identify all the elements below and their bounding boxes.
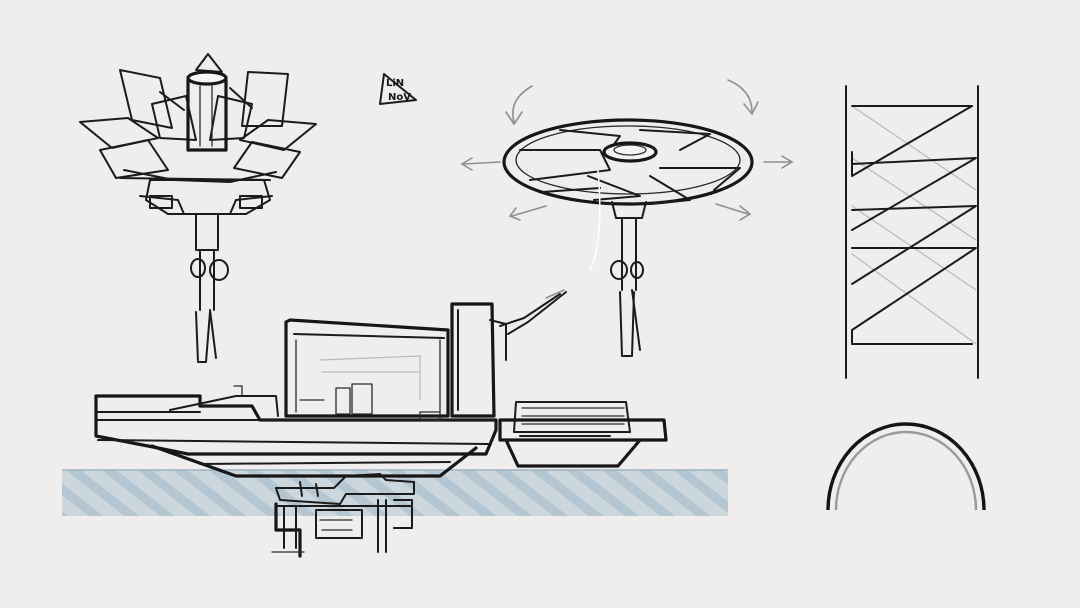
spinning-disc-drone — [502, 118, 754, 357]
submerged-hull-structure — [271, 473, 415, 558]
signature-line-2: NoV — [388, 92, 411, 103]
signature-line-1: LiN — [386, 78, 404, 89]
floating-platform-boat — [94, 291, 668, 478]
arch-cross-section — [826, 422, 986, 511]
lattice-tower — [845, 85, 979, 379]
rotation-arrows — [460, 79, 794, 299]
signature-logo: LiN NoV — [379, 73, 417, 105]
folded-flower-drone — [79, 53, 317, 363]
